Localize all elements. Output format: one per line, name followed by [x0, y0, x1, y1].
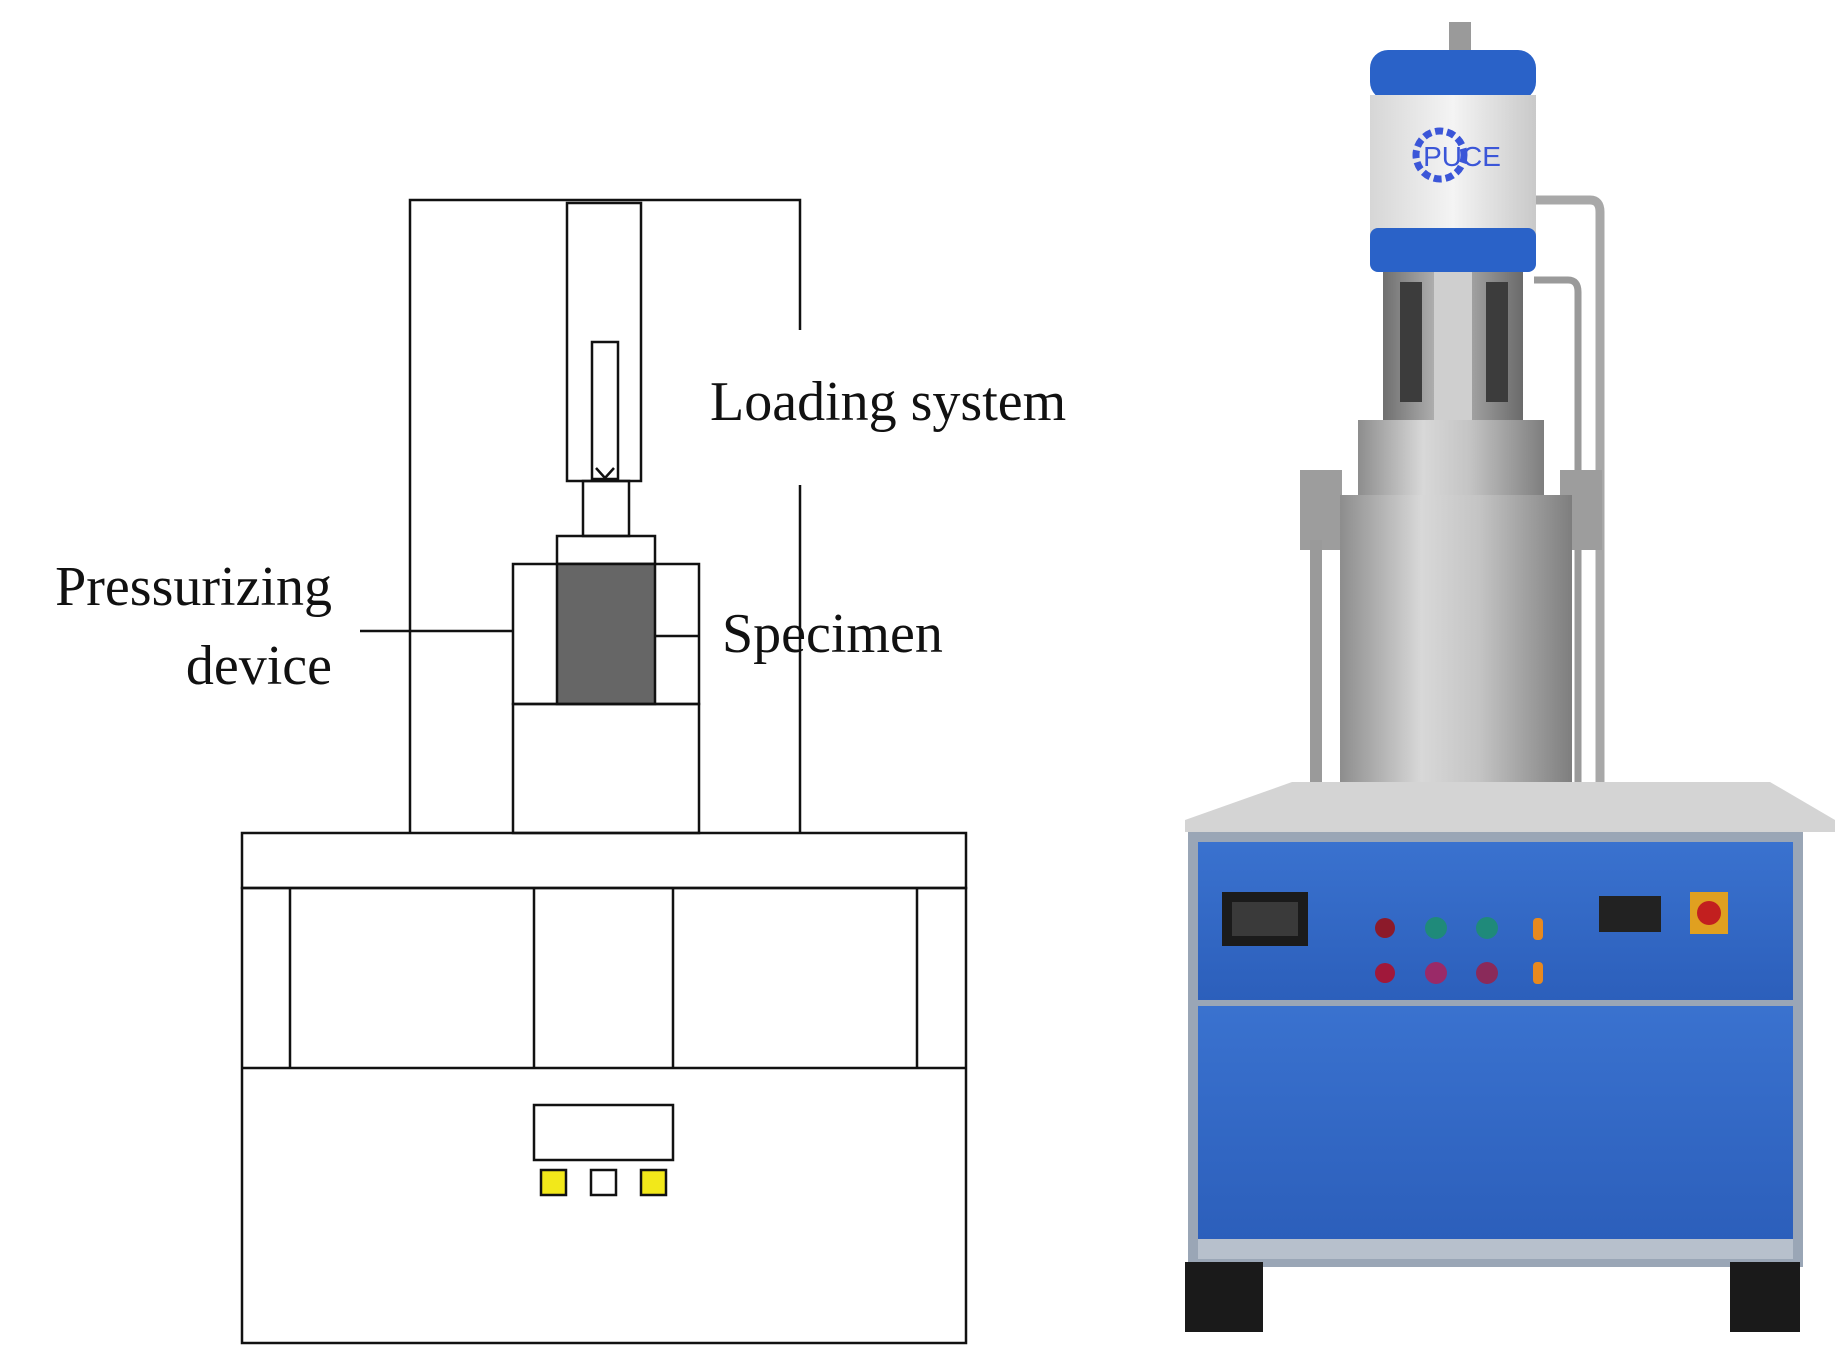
foot-right: [1730, 1262, 1800, 1332]
display-grid: [1232, 902, 1298, 936]
cabinet-lower-panel: [1198, 1006, 1793, 1239]
loading-piston: [590, 340, 620, 481]
temperature-controller: [1599, 896, 1661, 932]
button-teal-2: [1476, 917, 1498, 939]
vessel-base: [511, 702, 701, 835]
table-top: [1185, 782, 1835, 832]
mid-shoulder: [1358, 420, 1544, 500]
button-magenta-1: [1425, 962, 1447, 984]
button-red-1: [1375, 918, 1395, 938]
button-teal-1: [1425, 917, 1447, 939]
side-pipe-2: [1534, 276, 1582, 785]
column-window-left: [1400, 282, 1422, 402]
foot-left: [1185, 1262, 1263, 1332]
logo-text: PUCE: [1423, 141, 1501, 172]
pressurizing-label-line1: Pressurizing: [55, 556, 332, 618]
loading-frame: [408, 198, 802, 833]
loading-system-label: Loading system: [710, 371, 1066, 433]
light-orange-2: [1533, 962, 1543, 984]
piston-arrow: [595, 467, 615, 480]
pressurizing-label-line2: device: [186, 635, 332, 697]
loading-rod: [581, 479, 631, 538]
apparatus-photo: PUCE: [1185, 22, 1835, 1332]
loading-cap: [555, 534, 657, 566]
cabinet-bottom-rail: [1198, 1239, 1793, 1259]
tank-bottom-band: [1370, 228, 1536, 272]
control-display: [532, 1103, 675, 1162]
light-orange-1: [1533, 918, 1543, 940]
indicator-middle: [589, 1168, 618, 1197]
emergency-stop-knob: [1697, 901, 1721, 925]
indicator-left: [539, 1168, 568, 1197]
button-red-2: [1375, 963, 1395, 983]
tank-top-band: [1370, 50, 1536, 100]
left-support-rod: [1310, 540, 1322, 785]
tank-fitting: [1449, 22, 1471, 52]
base-top: [240, 831, 968, 890]
schematic-diagram: [240, 198, 968, 1345]
tank-body: [1370, 95, 1536, 235]
specimen-block: [555, 562, 657, 706]
specimen-label: Specimen: [722, 603, 943, 665]
main-cylinder: [1340, 495, 1572, 815]
center-rod: [1434, 272, 1472, 427]
column-window-right: [1486, 282, 1508, 402]
left-bracket: [1300, 470, 1342, 550]
side-pipe: [1534, 195, 1605, 785]
logo-ring: [1412, 127, 1468, 183]
indicator-right: [639, 1168, 668, 1197]
base-body: [240, 886, 968, 1345]
button-magenta-2: [1476, 962, 1498, 984]
